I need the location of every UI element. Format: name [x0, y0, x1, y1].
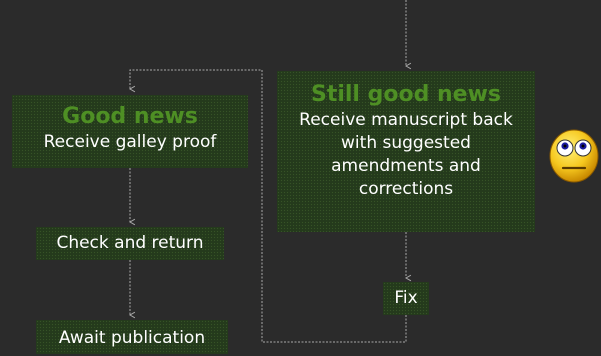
node-still-good-news: Still good news Receive manuscript back …: [277, 71, 535, 232]
node-good-news-text: Receive galley proof: [43, 132, 217, 152]
node-check-and-return-text: Check and return: [56, 233, 204, 253]
connector-fix-loop: [129, 69, 407, 343]
node-await-publication-text: Await publication: [58, 328, 206, 348]
node-good-news: Good news Receive galley proof: [12, 95, 248, 168]
node-await-publication: Await publication: [36, 320, 228, 354]
rolling-eyes-face-icon: [549, 129, 599, 183]
node-check-and-return: Check and return: [36, 227, 224, 260]
node-good-news-title: Good news: [62, 104, 198, 129]
node-still-good-news-text: Receive manuscript back with suggested a…: [299, 110, 513, 199]
node-fix-text: Fix: [394, 288, 418, 308]
node-fix: Fix: [383, 282, 429, 315]
node-still-good-news-title: Still good news: [310, 82, 502, 107]
